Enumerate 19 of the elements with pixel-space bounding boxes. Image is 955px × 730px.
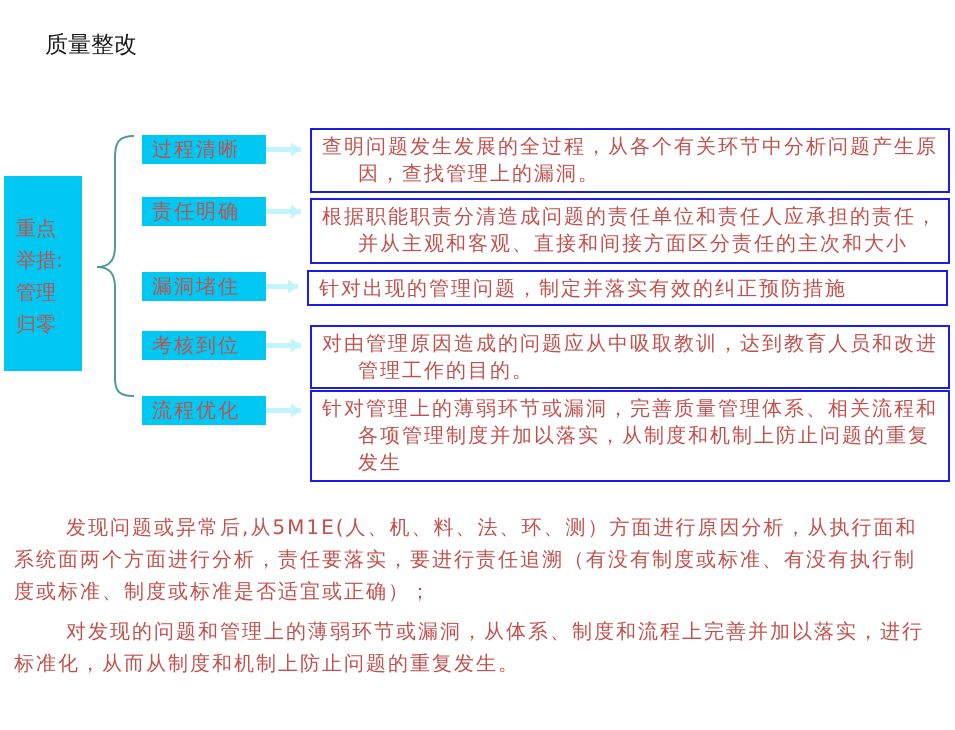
description-box: 针对出现的管理问题，制定并落实有效的纠正预防措施	[307, 270, 948, 306]
step-label-box: 责任明确	[142, 197, 266, 226]
topic-box: 重点举措:管理归零	[4, 176, 82, 371]
description-box: 查明问题发生发展的全过程，从各个有关环节中分析问题产生原因，查找管理上的漏洞。	[310, 128, 950, 193]
description-box: 针对管理上的薄弱环节或漏洞，完善质量管理体系、相关流程和各项管理制度并加以落实，从制度和机制上防止问题的重复发生	[310, 390, 950, 482]
paragraph: 发现问题或异常后,从5M1E(人、机、料、法、环、测）方面进行原因分析，从执行面和系统面两个方面进行分析，责任要落实，要进行责任追溯（有没有制度或标准、有没有执行制度或标准、制度或标准是否适宜或正确）；	[14, 514, 919, 605]
step-label-box: 过程清晰	[142, 135, 266, 164]
paragraph: 对发现的问题和管理上的薄弱环节或漏洞，从体系、制度和流程上完善并加以落实，进行标准化，从而从制度和机制上防止问题的重复发生。	[14, 618, 925, 677]
arrow	[266, 280, 298, 294]
arrow	[266, 204, 301, 218]
arrow	[266, 404, 301, 418]
arrow	[266, 338, 301, 352]
description-box: 对由管理原因造成的问题应从中吸取教训，达到教育人员和改进管理工作的目的。	[310, 325, 950, 389]
step-label-box: 漏洞堵住	[142, 272, 266, 301]
arrow	[266, 142, 301, 156]
description-box: 根据职能职责分清造成问题的责任单位和责任人应承担的责任，并从主观和客观、直接和间接方面区分责任的主次和大小	[310, 198, 950, 264]
step-label-box: 流程优化	[142, 396, 266, 425]
title: 质量整改	[45, 31, 137, 60]
step-label-box: 考核到位	[142, 331, 266, 360]
